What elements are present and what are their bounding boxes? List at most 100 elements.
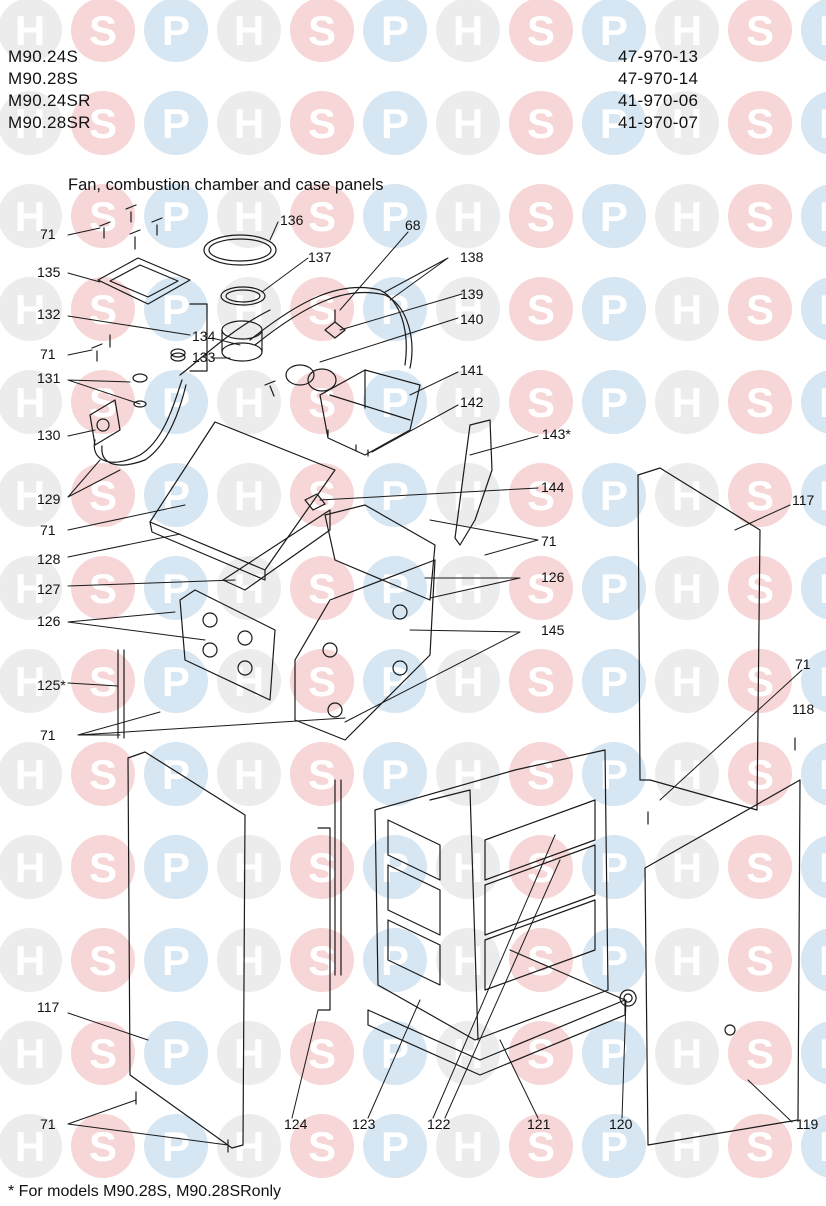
watermark-circle <box>728 835 792 899</box>
watermark-circle <box>728 277 792 341</box>
watermark-circle <box>217 184 281 248</box>
watermark-letter: S <box>527 1123 555 1170</box>
watermark-letter: P <box>600 844 628 891</box>
watermark-circle <box>582 649 646 713</box>
watermark-circle <box>363 370 427 434</box>
watermark-circle <box>290 835 354 899</box>
watermark-circle <box>71 184 135 248</box>
callout-125: 125* <box>37 677 66 693</box>
watermark-circle <box>436 370 500 434</box>
watermark-circle <box>801 835 826 899</box>
part-120-grommet <box>619 989 637 1007</box>
part-122-base-tray <box>367 949 626 1076</box>
callout-71: 71 <box>40 727 56 743</box>
watermark-letter: P <box>819 658 826 705</box>
watermark-letter: P <box>381 1123 409 1170</box>
watermark-circle <box>71 1114 135 1178</box>
watermark-circle <box>509 370 573 434</box>
watermark-letter: P <box>381 1030 409 1077</box>
watermark-circle <box>801 0 826 62</box>
watermark-circle <box>582 1114 646 1178</box>
watermark-circle <box>728 0 792 62</box>
watermark-letter: H <box>234 751 264 798</box>
watermark-circle <box>655 277 719 341</box>
watermark-letter: P <box>162 193 190 240</box>
watermark-letter: S <box>89 844 117 891</box>
watermark-circle <box>655 184 719 248</box>
watermark-letter: H <box>15 7 45 54</box>
watermark-circle <box>728 91 792 155</box>
watermark-circle <box>0 0 62 62</box>
watermark-circle <box>436 91 500 155</box>
part-123-frame-windows <box>387 799 596 991</box>
watermark-circle <box>436 649 500 713</box>
watermark-circle <box>144 370 208 434</box>
watermark-letter: H <box>672 658 702 705</box>
watermark-circle <box>0 463 62 527</box>
callout-143: 143* <box>542 426 571 442</box>
watermark-circle <box>582 184 646 248</box>
watermark-circle <box>582 370 646 434</box>
watermark-circle <box>217 835 281 899</box>
part-130-pressure-switch <box>89 399 121 446</box>
watermark-letter: S <box>89 193 117 240</box>
watermark-letter: H <box>234 844 264 891</box>
watermark-letter: H <box>15 844 45 891</box>
part-126-insulation-right <box>324 504 436 601</box>
watermark-letter: P <box>600 565 628 612</box>
watermark-letter: H <box>15 565 45 612</box>
watermark-circle <box>363 1021 427 1085</box>
watermark-letter: H <box>15 193 45 240</box>
watermark-letter: P <box>819 7 826 54</box>
watermark-letter: H <box>453 565 483 612</box>
watermark-letter: S <box>527 472 555 519</box>
callout-71: 71 <box>541 533 557 549</box>
watermark-circle <box>363 928 427 992</box>
watermark-circle <box>582 91 646 155</box>
watermark-circle <box>436 184 500 248</box>
watermark-circle <box>144 742 208 806</box>
watermark-circle <box>436 928 500 992</box>
watermark-circle <box>0 742 62 806</box>
watermark-circle <box>71 556 135 620</box>
watermark-letter: P <box>381 937 409 984</box>
watermark-letter: S <box>308 100 336 147</box>
watermark-circle <box>290 370 354 434</box>
watermark-letter: H <box>453 658 483 705</box>
watermark-letter: H <box>672 844 702 891</box>
part-136-gasket-ring <box>203 234 277 266</box>
watermark-circle <box>801 370 826 434</box>
part-number: 47-970-13 <box>618 47 699 66</box>
watermark-letter: S <box>746 658 774 705</box>
watermark-circle <box>582 928 646 992</box>
watermark-letter: H <box>453 193 483 240</box>
watermark-circle <box>290 649 354 713</box>
watermark-circle <box>71 1021 135 1085</box>
watermark-letter: S <box>89 751 117 798</box>
watermark-letter: S <box>89 100 117 147</box>
watermark-letter: P <box>381 7 409 54</box>
watermark-letter: P <box>381 565 409 612</box>
callout-130: 130 <box>37 427 61 443</box>
part-68-sensor <box>324 309 346 339</box>
watermark-circle <box>728 1021 792 1085</box>
callout-124: 124 <box>284 1116 308 1132</box>
watermark-circle <box>509 742 573 806</box>
watermark-circle <box>801 649 826 713</box>
watermark-circle <box>436 1114 500 1178</box>
watermark-circle <box>0 1021 62 1085</box>
watermark-letter: H <box>15 286 45 333</box>
watermark-letter: H <box>453 937 483 984</box>
part-117-side-panel-right <box>637 467 761 811</box>
watermark-letter: S <box>89 286 117 333</box>
part-134-fan-venturi <box>170 320 263 362</box>
watermark-circle <box>0 370 62 434</box>
callout-139: 139 <box>460 286 484 302</box>
part-145-combustion-chamber <box>294 559 436 741</box>
part-71-screws-bottom <box>135 811 649 1153</box>
watermark-letter: S <box>746 193 774 240</box>
watermark-letter: H <box>15 751 45 798</box>
diagram-title: Fan, combustion chamber and case panels <box>68 176 384 194</box>
watermark-circle <box>71 91 135 155</box>
